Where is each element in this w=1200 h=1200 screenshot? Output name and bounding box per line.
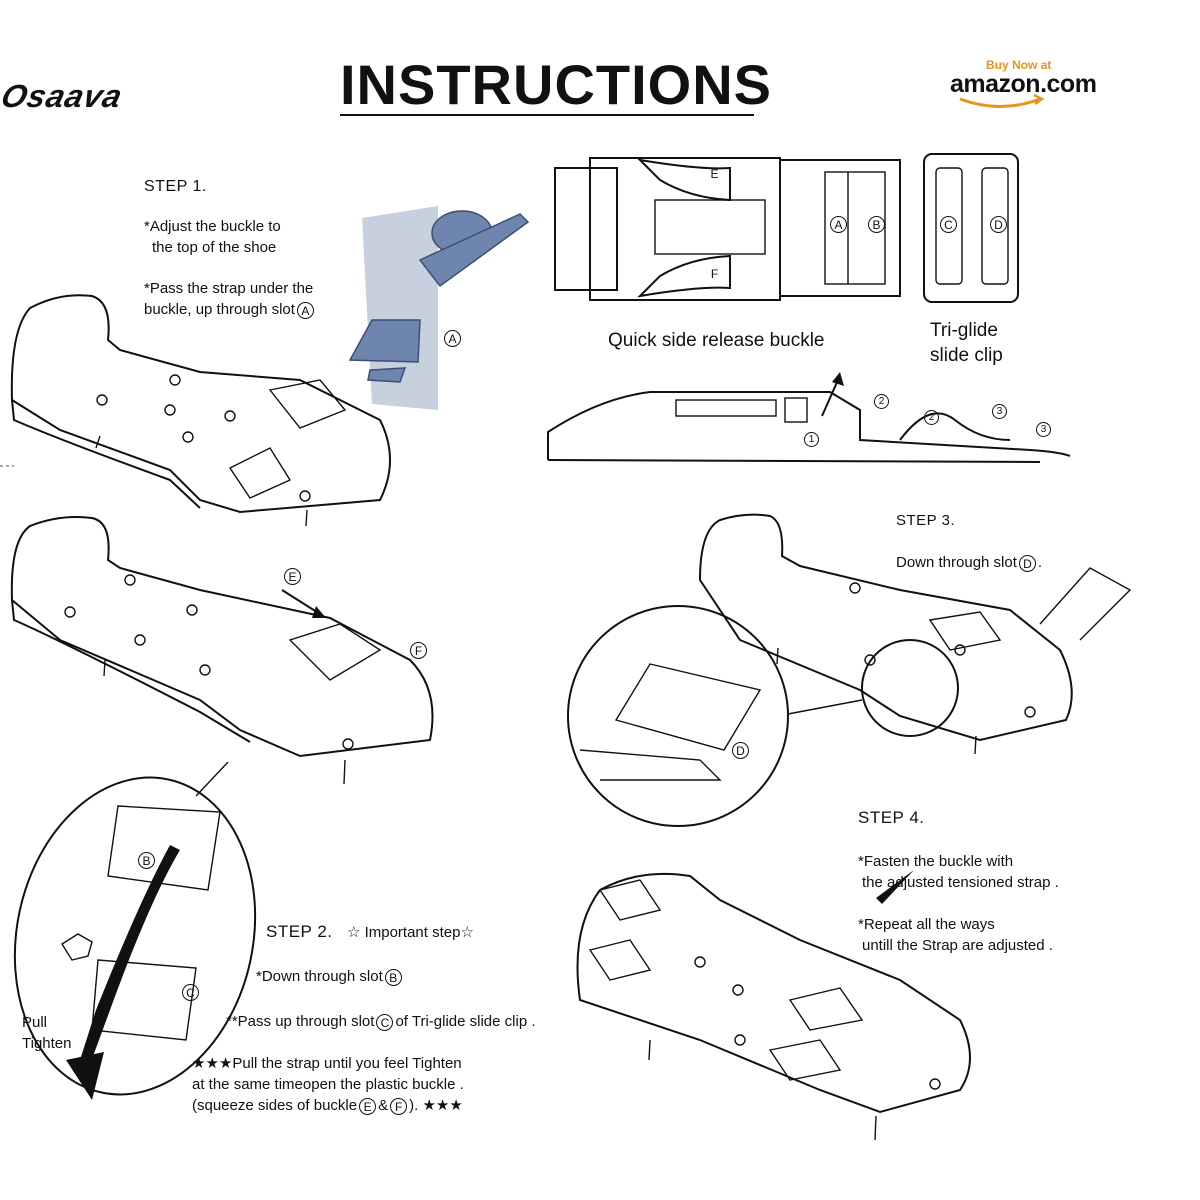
- slot-b-label: B: [384, 968, 402, 986]
- side-release-buckle-drawing: [554, 157, 901, 301]
- amazon-buy-text[interactable]: Buy Now at: [986, 58, 1052, 72]
- pull-label: Pull: [22, 1014, 48, 1031]
- step3-callout-d: D: [732, 742, 749, 759]
- step1-heading: STEP 1.: [144, 178, 207, 195]
- step2-line4: at the same timeopen the plastic buckle …: [192, 1076, 464, 1093]
- slot-f-label: F: [390, 1097, 408, 1115]
- step1-callout-a: A: [444, 330, 461, 347]
- buckle-label-e: E: [710, 167, 719, 181]
- step4-heading: STEP 4.: [858, 808, 925, 827]
- threading-side-view: [547, 372, 1071, 463]
- triglide-label-c: C: [940, 216, 957, 233]
- slot-a-label: A: [296, 301, 314, 319]
- step2-line2-end: of Tri-glide slide clip .: [395, 1013, 536, 1030]
- tighten-label: Tighten: [22, 1035, 72, 1052]
- step3-shoe-drawing: [567, 513, 1132, 827]
- sequence-number: 3: [1036, 422, 1051, 437]
- step1-line3: *Pass the strap under the: [144, 280, 314, 297]
- step2-zoom-detail: [13, 761, 257, 1100]
- step1-line1: *Adjust the buckle to: [144, 218, 281, 235]
- triglide-caption-line2: slide clip: [930, 345, 1003, 366]
- title-underline: [340, 114, 754, 116]
- tri-glide-clip-drawing: [923, 153, 1019, 303]
- step2-heading-row: STEP 2. ☆ Important step☆: [266, 922, 474, 943]
- step4-shoe-drawing: [576, 870, 971, 1141]
- triglide-label-d: D: [990, 216, 1007, 233]
- step2-line1-text: *Down through slot: [256, 968, 383, 985]
- step1-shoe-drawing: [10, 294, 391, 527]
- step1-buckle-detail: [348, 206, 530, 410]
- step3-heading: STEP 3.: [896, 512, 956, 529]
- step2-callout-f: F: [410, 642, 427, 659]
- ampersand: &: [378, 1097, 389, 1114]
- step2-line5-end: ). ★★★: [409, 1097, 463, 1114]
- amazon-logo[interactable]: amazon.com: [950, 70, 1097, 98]
- step4-line2: the adjusted tensioned strap .: [862, 874, 1059, 891]
- step3-line1-end: .: [1037, 554, 1043, 571]
- slot-e-label: E: [359, 1097, 377, 1115]
- step2-heading: STEP 2.: [266, 922, 333, 941]
- slot-c-label: C: [376, 1013, 394, 1031]
- step2-line3: ★★★Pull the strap until you feel Tighten: [192, 1055, 462, 1072]
- slot-d-label: D: [1018, 554, 1036, 572]
- buckle-label-a: A: [830, 216, 847, 233]
- step2-callout-b: B: [138, 852, 155, 869]
- step2-callout-e: E: [284, 568, 301, 585]
- triglide-caption-line1: Tri-glide: [930, 320, 998, 341]
- step4-line3: *Repeat all the ways: [858, 916, 995, 933]
- sequence-number: 3: [992, 404, 1007, 419]
- step4-line4: untill the Strap are adjusted .: [862, 937, 1053, 954]
- page-title: INSTRUCTIONS: [340, 53, 772, 116]
- buckle-label-b: B: [868, 216, 885, 233]
- step2-callout-c: C: [182, 984, 199, 1001]
- step1-line2: the top of the shoe: [152, 239, 277, 256]
- sequence-number: 2: [924, 410, 939, 425]
- step2-line2-text: **Pass up through slot: [226, 1013, 375, 1030]
- step2-important-note: ☆ Important step☆: [346, 924, 474, 941]
- step2-shoe-drawing: [10, 516, 434, 785]
- buckle-caption: Quick side release buckle: [608, 330, 825, 351]
- step2-line5-text: (squeeze sides of buckle: [192, 1097, 358, 1114]
- step1-line4-text: buckle, up through slot: [144, 301, 295, 318]
- buckle-label-f: F: [710, 267, 719, 281]
- step3-line1-text: Down through slot: [896, 554, 1017, 571]
- step4-line1: *Fasten the buckle with: [858, 853, 1014, 870]
- sequence-number: 1: [804, 432, 819, 447]
- sequence-number: 2: [874, 394, 889, 409]
